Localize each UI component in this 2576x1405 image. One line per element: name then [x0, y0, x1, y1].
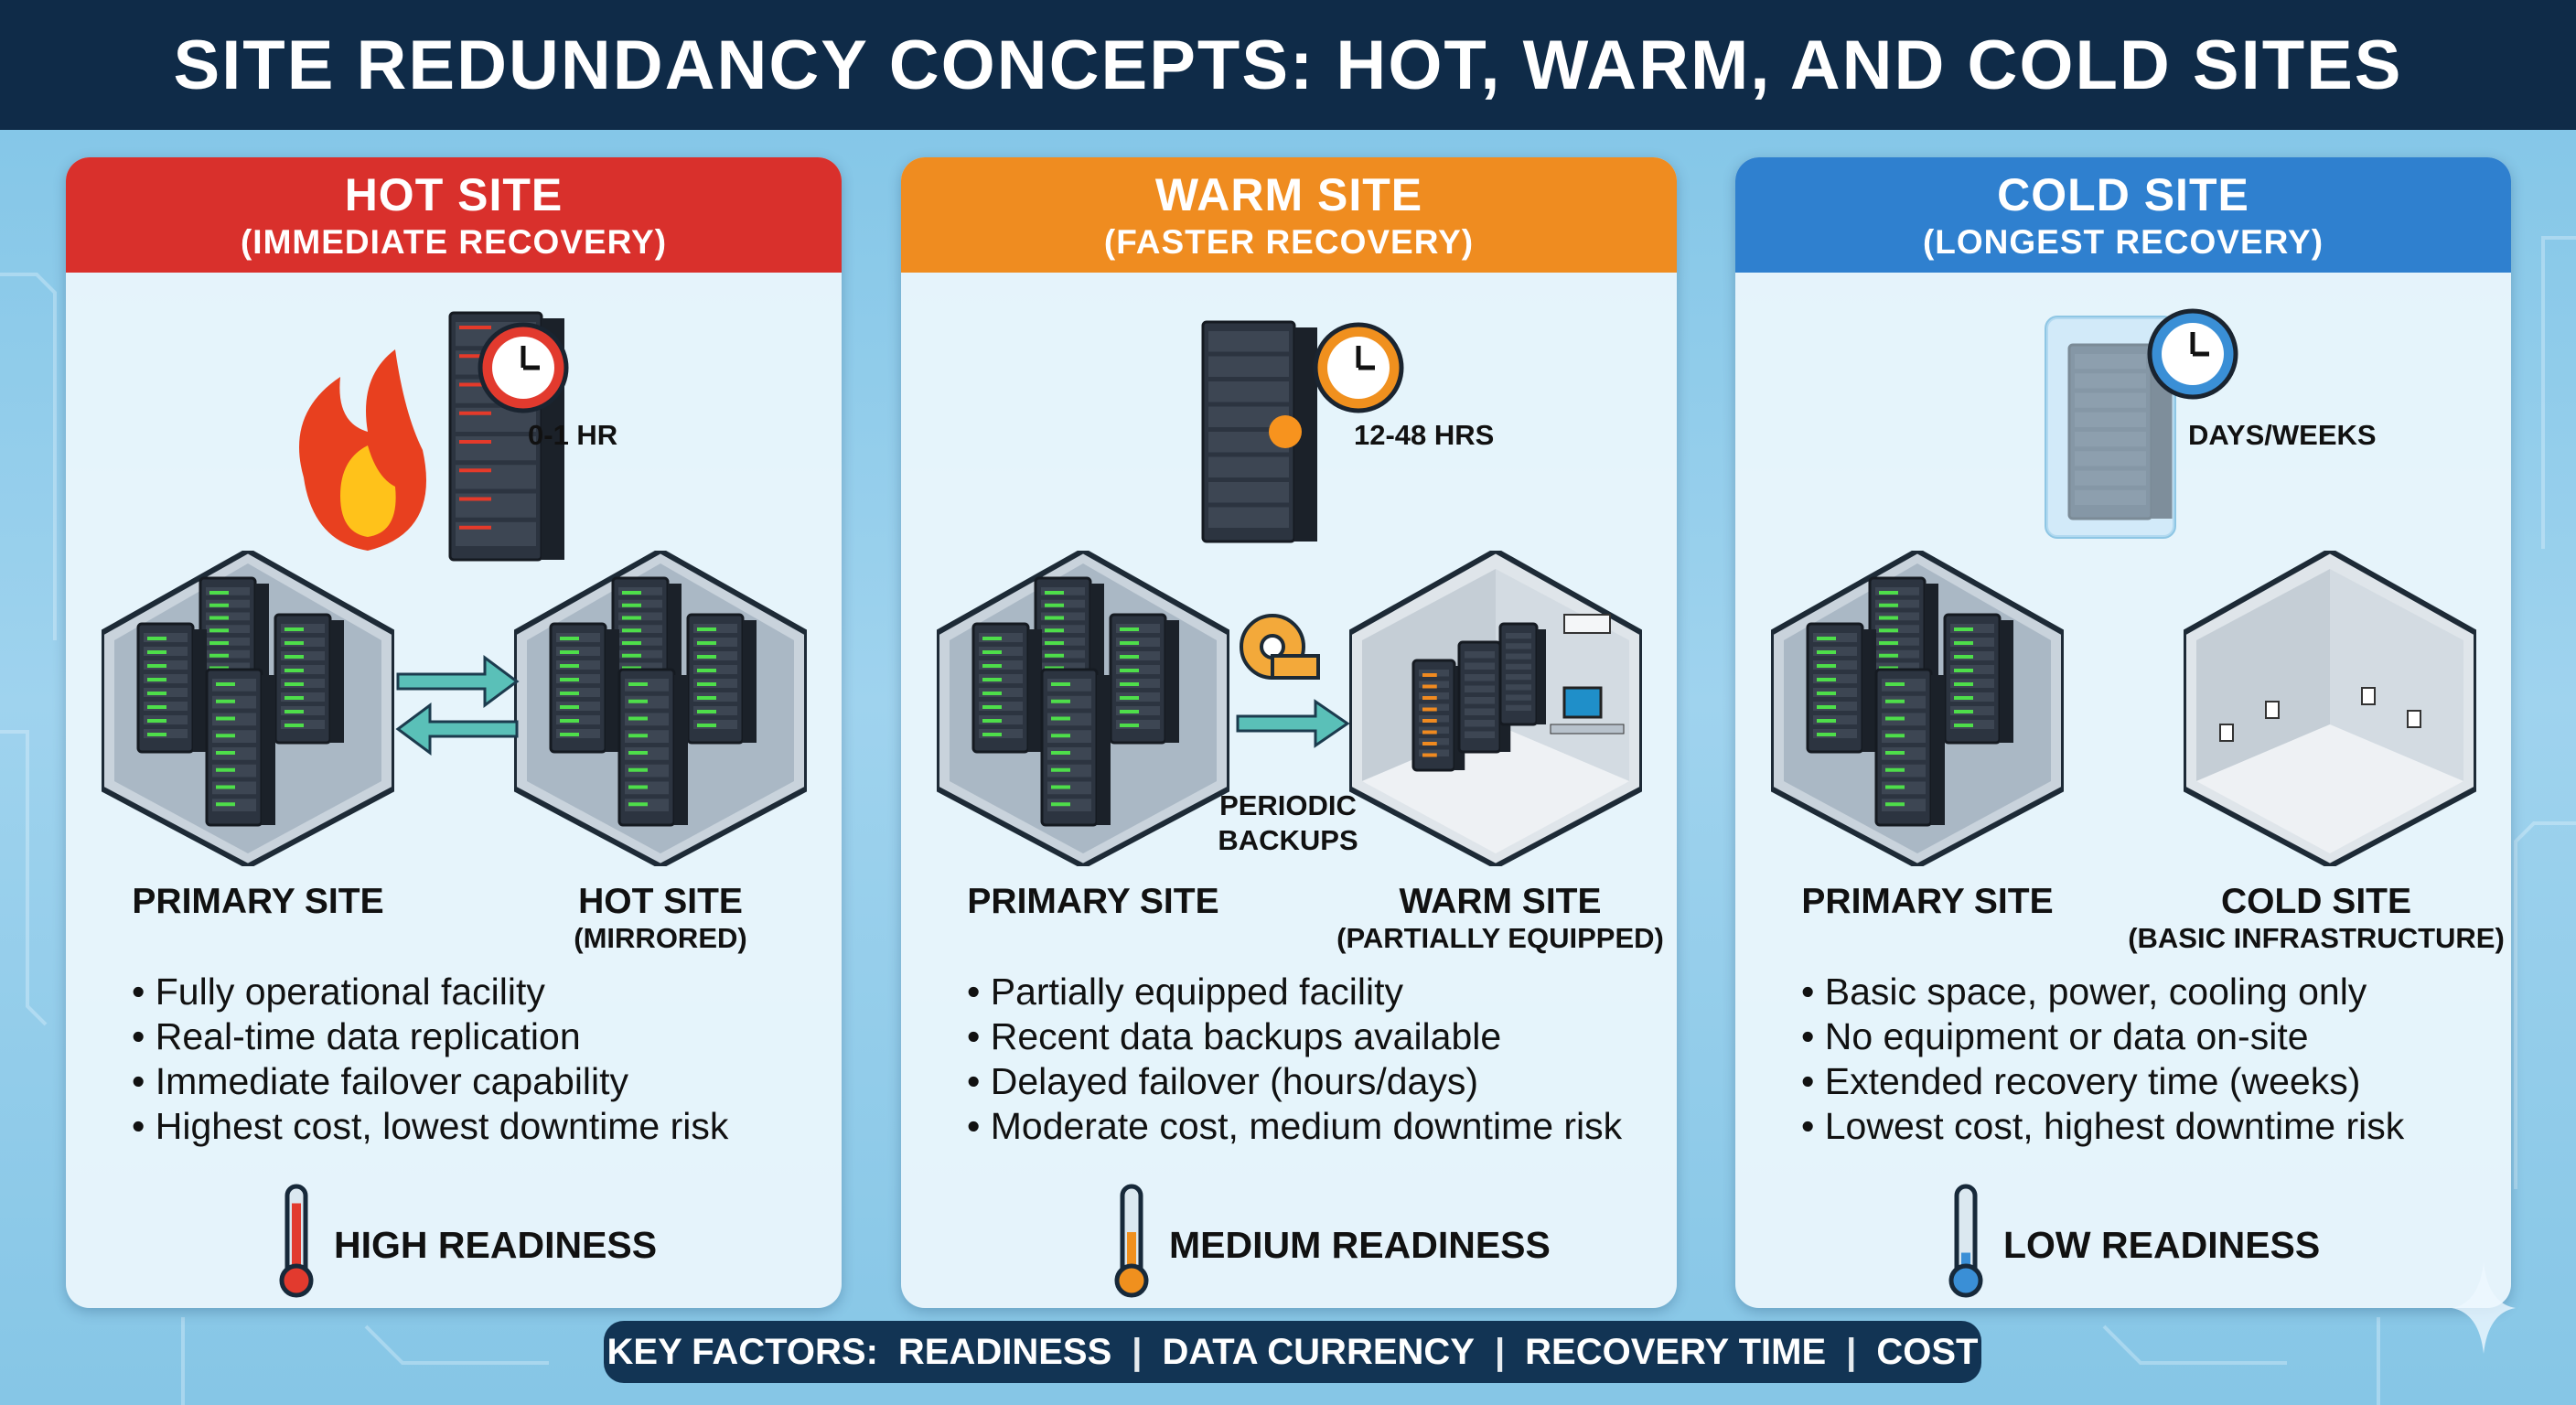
feature-item: Moderate cost, medium downtime risk [967, 1104, 1622, 1149]
primary-site-label: PRIMARY SITE [132, 882, 384, 921]
divider: | [1846, 1331, 1857, 1372]
feature-item: Basic space, power, cooling only [1801, 970, 2404, 1014]
server-rack-icon [1874, 668, 1945, 827]
secondary-site-label: WARM SITE [1399, 882, 1602, 921]
server-rack-icon [136, 622, 207, 754]
divider: | [1494, 1331, 1506, 1372]
primary-site-label: PRIMARY SITE [967, 882, 1219, 921]
readiness-label: MEDIUM READINESS [1169, 1224, 1551, 1266]
feature-item: Lowest cost, highest downtime risk [1801, 1104, 2405, 1149]
factor-recovery-time: RECOVERY TIME [1525, 1331, 1827, 1372]
key-factors-bar: KEY FACTORS: READINESS | DATA CURRENCY | R… [604, 1321, 1981, 1383]
feature-list: Partially equipped facilityRecent data b… [967, 970, 1622, 1149]
secondary-site-sublabel: (PARTIALLY EQUIPPED) [1336, 922, 1664, 954]
label-line: PERIODIC [1219, 789, 1357, 821]
primary-site-hexagon [937, 551, 1229, 866]
recovery-time-label: DAYS/WEEKS [2188, 419, 2377, 451]
feature-item: Extended recovery time (weeks) [1801, 1059, 2404, 1104]
panel-title: HOT SITE [344, 169, 564, 220]
divider: | [1132, 1331, 1143, 1372]
server-rack-icon [611, 576, 682, 699]
feature-item: Immediate failover capability [132, 1059, 728, 1104]
label-line: BACKUPS [1218, 824, 1358, 856]
server-rack-icon [971, 622, 1042, 754]
secondary-site-label: HOT SITE [578, 882, 743, 921]
secondary-site-sublabel: (MIRRORED) [574, 922, 747, 954]
backup-tape-icon [1240, 614, 1320, 680]
feature-item: Delayed failover (hours/days) [967, 1059, 1622, 1104]
primary-site-label: PRIMARY SITE [1801, 882, 2054, 921]
feature-list: Basic space, power, cooling onlyNo equip… [1801, 970, 2405, 1149]
server-rack-icon [1040, 668, 1111, 827]
panel-hot-site: HOT SITE (IMMEDIATE RECOVERY) 0-1 HR PRI… [66, 157, 842, 1308]
server-rack-icon [617, 668, 688, 827]
server-rack-icon [205, 668, 275, 827]
sparkle-icon [2452, 1262, 2516, 1354]
thermometer-icon [1948, 1184, 1983, 1298]
panel-title: WARM SITE [1154, 169, 1423, 220]
readiness-label: LOW READINESS [2003, 1224, 2321, 1266]
panel-header: HOT SITE (IMMEDIATE RECOVERY) [66, 157, 842, 273]
key-factors-label: KEY FACTORS: [606, 1331, 878, 1372]
thermometer-icon [1114, 1184, 1149, 1298]
server-rack-icon [686, 613, 757, 745]
feature-item: Fully operational facility [132, 970, 728, 1014]
factor-readiness: READINESS [897, 1331, 1112, 1372]
feature-list: Fully operational facilityReal-time data… [132, 970, 729, 1149]
server-rack-icon [549, 622, 619, 754]
secondary-site-label: COLD SITE [2220, 882, 2411, 921]
server-rack-icon [1498, 622, 1546, 726]
recovery-time-label: 0-1 HR [528, 419, 618, 451]
secondary-site-hexagon [514, 551, 807, 866]
panel-header: WARM SITE (FASTER RECOVERY) [901, 157, 1677, 273]
feature-item: Partially equipped facility [967, 970, 1622, 1014]
server-rack-icon [1411, 659, 1465, 772]
recovery-time-label: 12-48 HRS [1354, 419, 1495, 451]
primary-site-hexagon [1771, 551, 2064, 866]
clock-icon [1313, 322, 1404, 413]
panel-cold-site: COLD SITE (LONGEST RECOVERY) DAYS/WEEKS … [1735, 157, 2511, 1308]
panel-subtitle: (LONGEST RECOVERY) [1922, 223, 2324, 261]
server-rack-icon [1943, 613, 2013, 745]
clock-icon [478, 322, 569, 413]
thermometer-icon [279, 1184, 314, 1298]
secondary-site-sublabel: (BASIC INFRASTRUCTURE) [2128, 922, 2505, 954]
feature-item: Highest cost, lowest downtime risk [132, 1104, 729, 1149]
feature-item: No equipment or data on-site [1801, 1014, 2404, 1059]
page-title: SITE REDUNDANCY CONCEPTS: HOT, WARM, AND… [173, 26, 2403, 104]
server-rack-icon [1806, 622, 1876, 754]
clock-icon [2147, 308, 2238, 400]
panel-subtitle: (FASTER RECOVERY) [1103, 223, 1475, 261]
factor-cost: COST [1876, 1331, 1979, 1372]
panel-warm-site: WARM SITE (FASTER RECOVERY) 12-48 HRS PE… [901, 157, 1677, 1308]
panel-header: COLD SITE (LONGEST RECOVERY) [1735, 157, 2511, 273]
arrow-right-icon [1236, 699, 1350, 748]
server-rack-icon [274, 613, 344, 745]
feature-item: Recent data backups available [967, 1014, 1622, 1059]
factor-data-currency: DATA CURRENCY [1162, 1331, 1475, 1372]
feature-item: Real-time data replication [132, 1014, 728, 1059]
panel-subtitle: (IMMEDIATE RECOVERY) [240, 223, 668, 261]
primary-site-hexagon [102, 551, 394, 866]
panel-title: COLD SITE [1997, 169, 2249, 220]
server-rack-icon [1109, 613, 1179, 745]
secondary-site-hexagon [1349, 551, 1642, 866]
readiness-label: HIGH READINESS [334, 1224, 658, 1266]
secondary-site-hexagon [2184, 551, 2476, 866]
title-bar: SITE REDUNDANCY CONCEPTS: HOT, WARM, AND… [0, 0, 2576, 130]
bidirectional-arrows-icon [395, 655, 520, 756]
